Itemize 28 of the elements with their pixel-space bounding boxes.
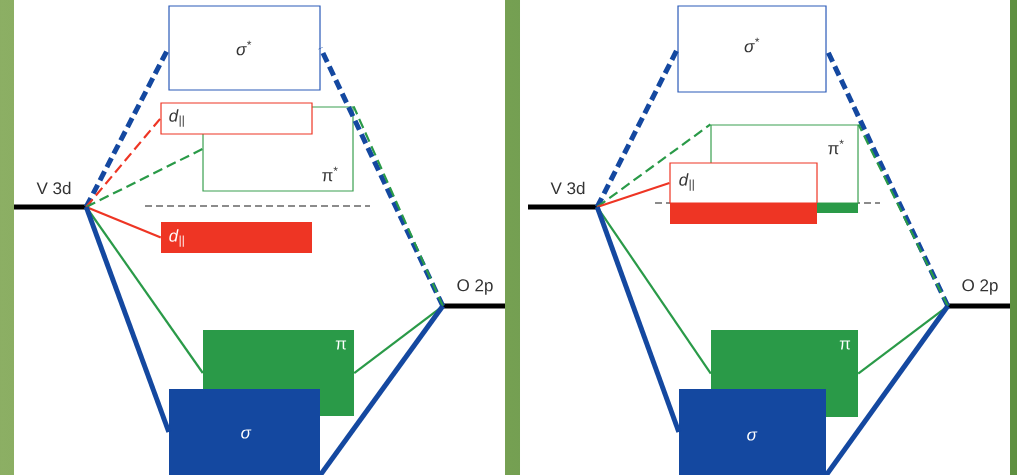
- connector-line: [596, 123, 712, 208]
- connector-line: [594, 47, 680, 209]
- filled-band: σ: [169, 389, 320, 475]
- energy-level: O 2p: [948, 279, 1010, 309]
- connector-line: [352, 105, 444, 307]
- energy-level: V 3d: [528, 181, 597, 210]
- energy-level: O 2p: [443, 279, 505, 309]
- connector-line: [85, 148, 203, 208]
- filled-band: [817, 203, 858, 213]
- connector-line: [318, 46, 446, 308]
- node-label: V 3d: [550, 181, 585, 195]
- band-box: d$_{||}$: [160, 102, 313, 135]
- connector-line: [594, 206, 682, 433]
- connector-line: [596, 181, 670, 209]
- connector-line: [857, 123, 949, 307]
- node-label: O 2p: [962, 279, 998, 295]
- connector-line: [85, 206, 162, 239]
- connector-line: [85, 117, 162, 208]
- band-box: d$_{||}$: [669, 162, 818, 204]
- band-box: σ$^{*}$: [168, 5, 321, 91]
- filled-band: [670, 203, 817, 224]
- node-label: V 3d: [36, 181, 71, 195]
- filled-band: σ: [679, 389, 826, 475]
- energy-level: V 3d: [14, 181, 86, 210]
- filled-band: d$_{||}$: [161, 222, 312, 253]
- band-box: σ$^{*}$: [677, 5, 827, 93]
- connector-line: [83, 206, 172, 433]
- node-label: O 2p: [457, 279, 493, 295]
